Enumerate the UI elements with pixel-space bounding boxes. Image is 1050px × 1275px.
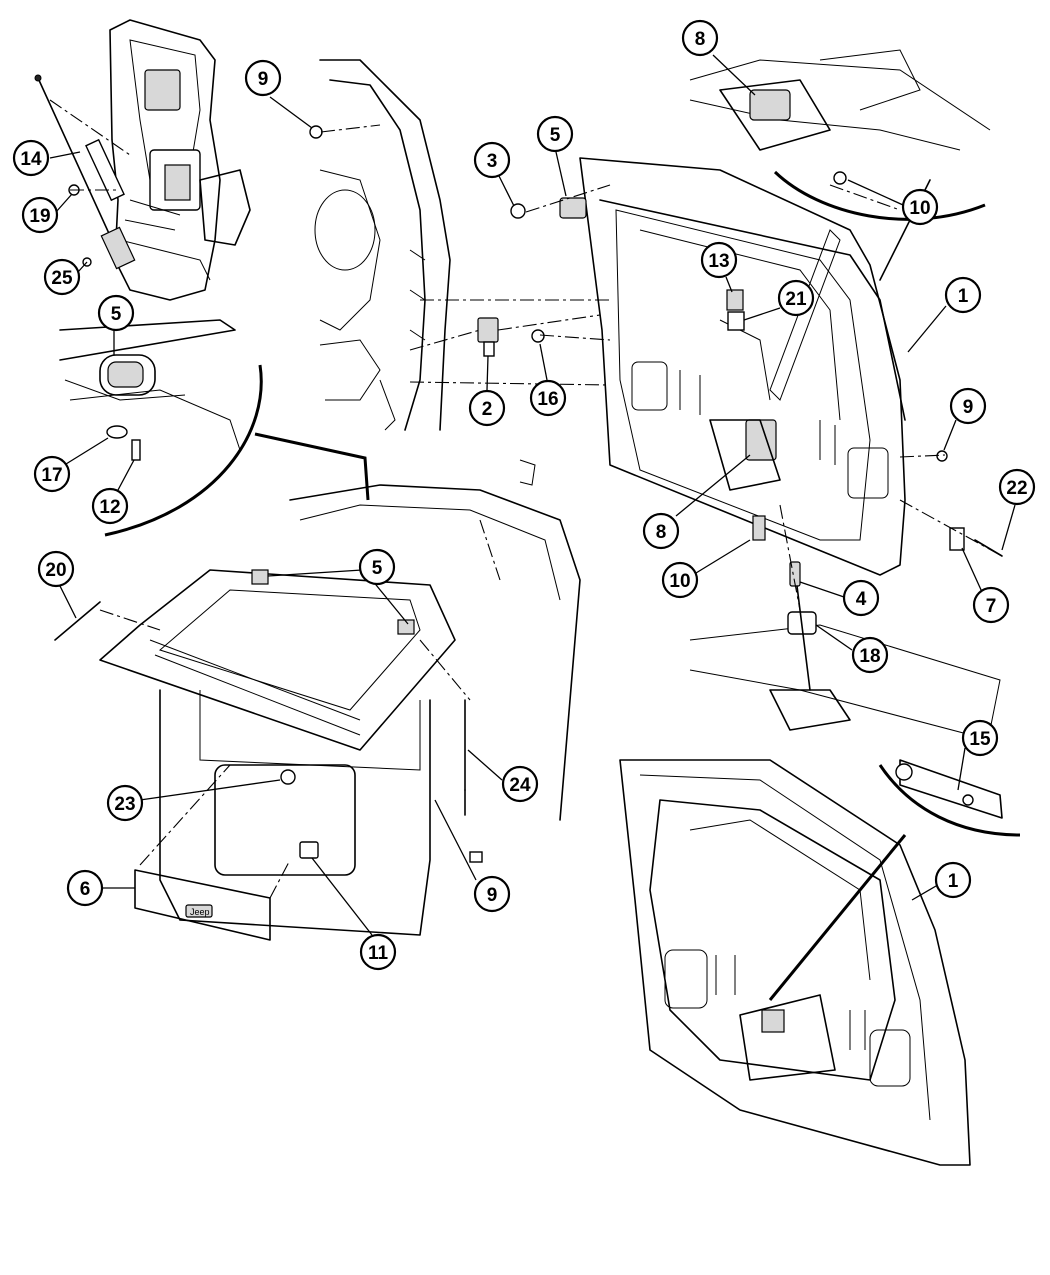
svg-text:21: 21 — [785, 289, 807, 310]
svg-text:10: 10 — [909, 198, 930, 219]
svg-text:8: 8 — [695, 29, 706, 50]
svg-text:2: 2 — [482, 399, 493, 420]
svg-text:14: 14 — [20, 149, 42, 170]
svg-text:6: 6 — [80, 879, 91, 900]
assembly-lines — [49, 99, 1001, 899]
svg-text:25: 25 — [51, 268, 73, 289]
callout-10: 10 — [661, 561, 699, 599]
callout-17: 17 — [33, 455, 71, 493]
svg-text:18: 18 — [859, 646, 880, 667]
callout-9: 9 — [244, 59, 282, 97]
callout-22: 22 — [998, 468, 1036, 506]
callout-23: 23 — [106, 784, 144, 822]
pillar-inset — [34, 19, 251, 301]
svg-text:12: 12 — [99, 497, 120, 518]
jeep-badge-text: Jeep — [190, 907, 210, 917]
callout-5: 5 — [97, 294, 135, 332]
hinge-zoom-inset — [59, 319, 370, 537]
callout-2: 2 — [468, 389, 506, 427]
callout-9: 9 — [949, 387, 987, 425]
callout-7: 7 — [972, 586, 1010, 624]
liftgate-glass-assembly: Jeep — [54, 459, 581, 941]
svg-text:17: 17 — [41, 465, 62, 486]
svg-text:4: 4 — [856, 589, 867, 610]
callout-4: 4 — [842, 579, 880, 617]
svg-text:15: 15 — [969, 729, 991, 750]
svg-text:11: 11 — [368, 943, 389, 964]
leader-lines — [49, 54, 1016, 936]
callout-19: 19 — [21, 196, 59, 234]
latch-zoom-inset — [689, 49, 991, 401]
svg-text:22: 22 — [1006, 478, 1027, 499]
callout-15: 15 — [961, 719, 999, 757]
svg-text:19: 19 — [29, 206, 50, 227]
callout-25: 25 — [43, 258, 81, 296]
svg-text:24: 24 — [509, 775, 531, 796]
svg-text:5: 5 — [550, 125, 561, 146]
callout-1: 1 — [944, 276, 982, 314]
svg-text:7: 7 — [986, 596, 997, 617]
svg-text:5: 5 — [111, 304, 122, 325]
svg-text:5: 5 — [372, 558, 383, 579]
callout-14: 14 — [12, 139, 50, 177]
striker-zoom-inset — [689, 561, 1001, 741]
svg-text:3: 3 — [487, 151, 498, 172]
callout-9: 9 — [473, 875, 511, 913]
callout-18: 18 — [851, 636, 889, 674]
svg-text:9: 9 — [258, 69, 269, 90]
callout-12: 12 — [91, 487, 129, 525]
callout-16: 16 — [529, 379, 567, 417]
callout-8: 8 — [681, 19, 719, 57]
callout-8: 8 — [642, 512, 680, 550]
svg-text:1: 1 — [958, 286, 969, 307]
callout-21: 21 — [777, 279, 815, 317]
callout-10: 10 — [901, 188, 939, 226]
svg-text:16: 16 — [537, 389, 558, 410]
callout-24: 24 — [501, 765, 539, 803]
svg-text:1: 1 — [948, 871, 959, 892]
callout-5: 5 — [358, 548, 396, 586]
callout-1: 1 — [934, 861, 972, 899]
callout-5: 5 — [536, 115, 574, 153]
svg-text:23: 23 — [114, 794, 135, 815]
svg-text:10: 10 — [669, 571, 690, 592]
callout-6: 6 — [66, 869, 104, 907]
liftgate-upper-view — [510, 157, 1003, 576]
callout-20: 20 — [37, 550, 75, 588]
liftgate-lower-view — [619, 759, 1021, 1166]
callout-11: 11 — [359, 933, 397, 971]
svg-text:9: 9 — [963, 397, 974, 418]
svg-text:20: 20 — [45, 560, 66, 581]
svg-text:9: 9 — [487, 885, 498, 906]
callout-13: 13 — [700, 241, 738, 279]
svg-text:8: 8 — [656, 522, 667, 543]
callout-3: 3 — [473, 141, 511, 179]
svg-text:13: 13 — [708, 251, 729, 272]
body-opening-inset — [309, 59, 545, 431]
